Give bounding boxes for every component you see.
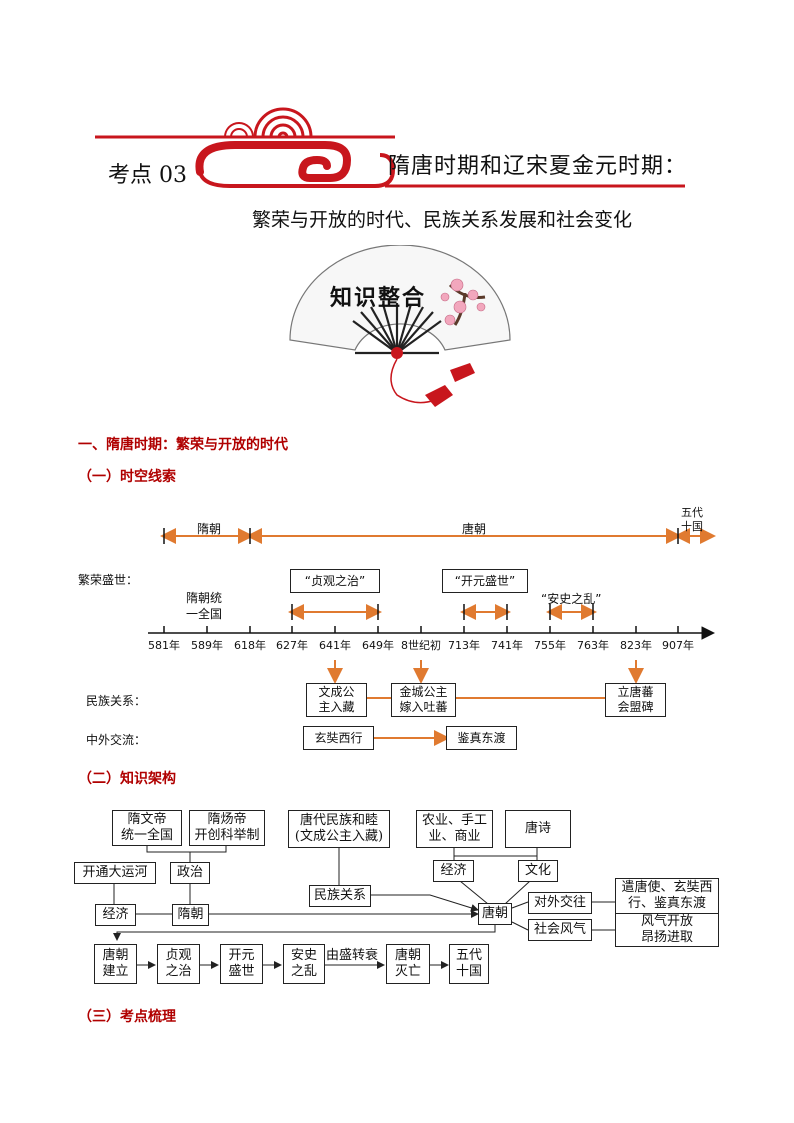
section-1b-heading: （二）知识架构 bbox=[78, 771, 176, 787]
year-label: 627年 bbox=[276, 639, 308, 652]
zhenguan-box: “贞观之治” bbox=[290, 569, 380, 593]
minzu-guanxi-box: 民族关系 bbox=[309, 885, 371, 907]
year-label: 763年 bbox=[577, 639, 609, 652]
row-label-ethnic: 民族关系： bbox=[86, 694, 147, 708]
flow-wudai: 五代 十国 bbox=[449, 944, 489, 984]
fengqi-box: 风气开放 昂扬进取 bbox=[615, 913, 719, 947]
jingji-box-sui: 经济 bbox=[95, 904, 136, 926]
xuanzang-box: 玄奘西行 bbox=[303, 726, 374, 750]
year-label: 8世纪初 bbox=[401, 639, 441, 652]
year-label: 741年 bbox=[491, 639, 523, 652]
year-label: 907年 bbox=[662, 639, 694, 652]
fan-title: 知识整合 bbox=[330, 285, 427, 311]
flow-transition-label: 由盛转衰 bbox=[326, 948, 379, 963]
row-label-foreign: 中外交流： bbox=[86, 733, 147, 747]
header-decoration bbox=[95, 107, 685, 188]
anshi-label: “安史之乱” bbox=[541, 592, 602, 606]
wenhua-box: 文化 bbox=[518, 860, 558, 882]
flow-tang-jianli: 唐朝 建立 bbox=[94, 944, 137, 984]
period-sui: 隋朝 bbox=[197, 522, 222, 536]
framework-lines bbox=[113, 846, 615, 969]
section-1a-heading: （一）时空线索 bbox=[78, 469, 176, 485]
page-subtitle: 繁荣与开放的时代、民族关系发展和社会变化 bbox=[252, 209, 633, 231]
year-label: 649年 bbox=[362, 639, 394, 652]
flow-tang-miewang: 唐朝 灭亡 bbox=[386, 944, 430, 984]
tangchao-box: 唐朝 bbox=[478, 903, 512, 925]
flow-anshi: 安史 之乱 bbox=[283, 944, 325, 984]
zhengzhi-box: 政治 bbox=[170, 862, 210, 884]
year-label: 589年 bbox=[191, 639, 223, 652]
duiwai-box: 对外交往 bbox=[528, 892, 592, 914]
period-tang: 唐朝 bbox=[462, 522, 487, 536]
shehui-box: 社会风气 bbox=[528, 919, 592, 941]
suiyangdi-box: 隋炀帝 开创科举制 bbox=[189, 810, 265, 846]
suichao-box: 隋朝 bbox=[172, 904, 209, 926]
minzu-he-box: 唐代民族和睦 (文成公主入藏) bbox=[288, 810, 390, 848]
section-1-heading: 一、隋唐时期：繁荣与开放的时代 bbox=[78, 437, 288, 453]
fan-illustration bbox=[289, 245, 511, 407]
timeline-diagram bbox=[148, 528, 716, 746]
year-label: 755年 bbox=[534, 639, 566, 652]
jincheng-box: 金城公主 嫁入吐蕃 bbox=[391, 683, 456, 717]
period-wudai: 五代 十国 bbox=[681, 506, 703, 533]
flow-zhenguan: 贞观 之治 bbox=[157, 944, 200, 984]
year-label: 713年 bbox=[448, 639, 480, 652]
kaiyuan-box: “开元盛世” bbox=[442, 569, 528, 593]
topic-code: 考点 03 bbox=[108, 163, 187, 188]
row-label-prosper: 繁荣盛世： bbox=[78, 573, 139, 587]
year-label: 641年 bbox=[319, 639, 351, 652]
wencheng-box: 文成公 主入藏 bbox=[306, 683, 367, 717]
year-label: 823年 bbox=[620, 639, 652, 652]
year-label: 618年 bbox=[234, 639, 266, 652]
litang-box: 立唐蕃 会盟碑 bbox=[605, 683, 666, 717]
kaitong-box: 开通大运河 bbox=[74, 862, 156, 884]
section-1c-heading: （三）考点梳理 bbox=[78, 1009, 176, 1025]
year-label: 581年 bbox=[148, 639, 180, 652]
suiwendi-box: 隋文帝 统一全国 bbox=[112, 810, 182, 846]
jingji-box-tang: 经济 bbox=[433, 860, 474, 882]
qiantang-box: 遣唐使、玄奘西 行、鉴真东渡 bbox=[615, 878, 719, 914]
jianzhen-box: 鉴真东渡 bbox=[446, 726, 517, 750]
sui-unify-label: 隋朝统 一全国 bbox=[186, 591, 223, 621]
nongye-box: 农业、手工 业、商业 bbox=[416, 810, 493, 848]
tangshi-box: 唐诗 bbox=[505, 810, 571, 848]
flow-kaiyuan: 开元 盛世 bbox=[220, 944, 263, 984]
page-title: 隋唐时期和辽宋夏金元时期： bbox=[388, 154, 688, 179]
